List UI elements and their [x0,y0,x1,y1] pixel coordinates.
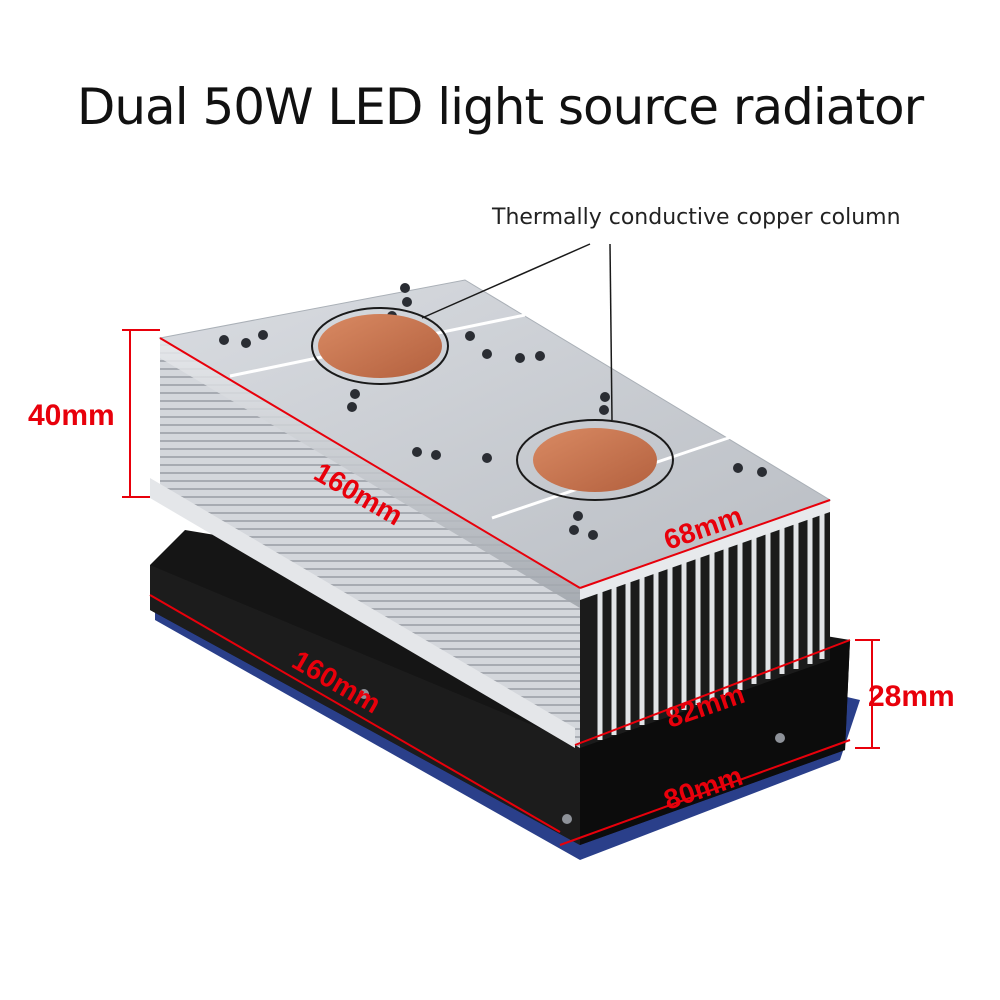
dim-height-fan: 28mm [868,680,955,713]
copper-column-callout-label: Thermally conductive copper column [492,205,901,230]
mounting-holes [219,283,767,540]
page-title: Dual 50W LED light source radiator [76,78,924,136]
dimension-lines [122,329,880,846]
copper-column-icon [311,307,674,501]
callout-leader-lines [421,243,613,421]
dim-height-heatsink: 40mm [28,399,115,432]
